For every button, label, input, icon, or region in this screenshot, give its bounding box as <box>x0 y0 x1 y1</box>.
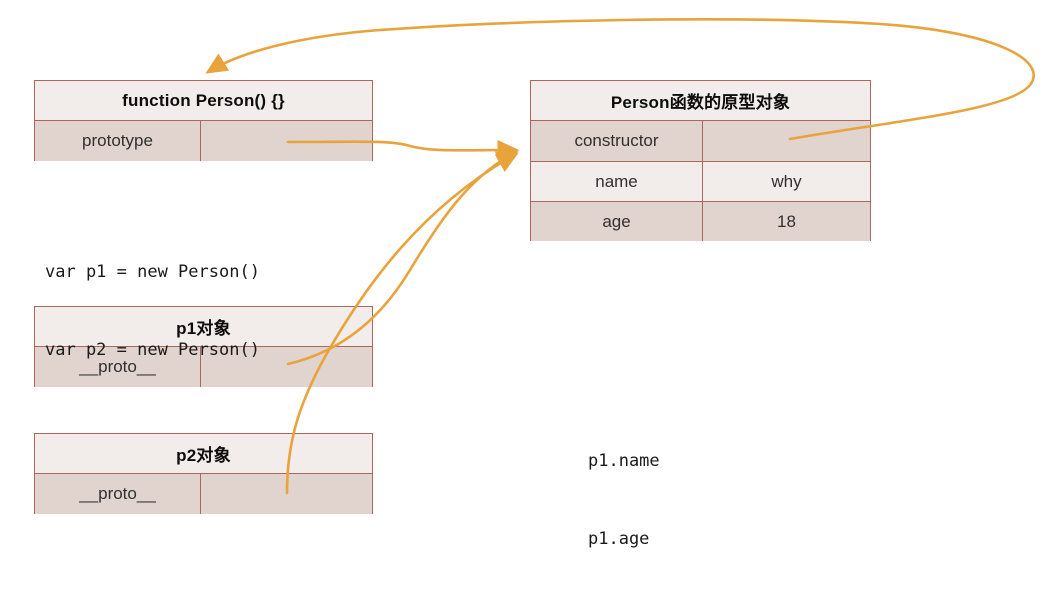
table-row: name why <box>531 161 870 201</box>
cell-key-prototype: prototype <box>35 121 201 161</box>
cell-value-prototype <box>201 121 372 161</box>
property-access-block: p1.name p1.age <box>588 396 660 604</box>
cell-value-age: 18 <box>777 211 796 231</box>
table-row: prototype <box>35 121 372 161</box>
cell-key-p2-proto: __proto__ <box>35 474 201 514</box>
access-line-1: p1.name <box>588 451 660 471</box>
p2-object-table: p2对象 __proto__ <box>34 433 373 514</box>
diagram-canvas: function Person() {} prototype Person函数的… <box>34 18 1035 549</box>
function-person-table: function Person() {} prototype <box>34 80 373 161</box>
function-person-table-header: function Person() {} <box>35 81 372 121</box>
table-row: constructor <box>531 121 870 161</box>
prototype-object-table-header: Person函数的原型对象 <box>531 81 870 121</box>
cell-key-p1-proto: __proto__ <box>35 347 201 387</box>
prototype-object-table: Person函数的原型对象 constructor name why age 1… <box>530 80 871 241</box>
cell-key-age: age <box>531 202 703 241</box>
table-row: age 18 <box>531 201 870 241</box>
cell-key-name: name <box>531 162 703 201</box>
cell-value-p2-proto <box>201 474 372 514</box>
cell-value-name: why <box>771 171 802 191</box>
code-block-new-person: var p1 = new Person() var p2 = new Perso… <box>45 207 260 415</box>
p2-object-table-header: p2对象 <box>35 434 372 474</box>
cell-value-constructor <box>703 121 870 161</box>
code-line-1: var p1 = new Person() <box>45 262 260 282</box>
code-line-2: var p2 = new Person() <box>45 340 260 360</box>
cell-key-constructor: constructor <box>531 121 703 161</box>
table-row: __proto__ <box>35 474 372 514</box>
access-line-2: p1.age <box>588 529 650 549</box>
